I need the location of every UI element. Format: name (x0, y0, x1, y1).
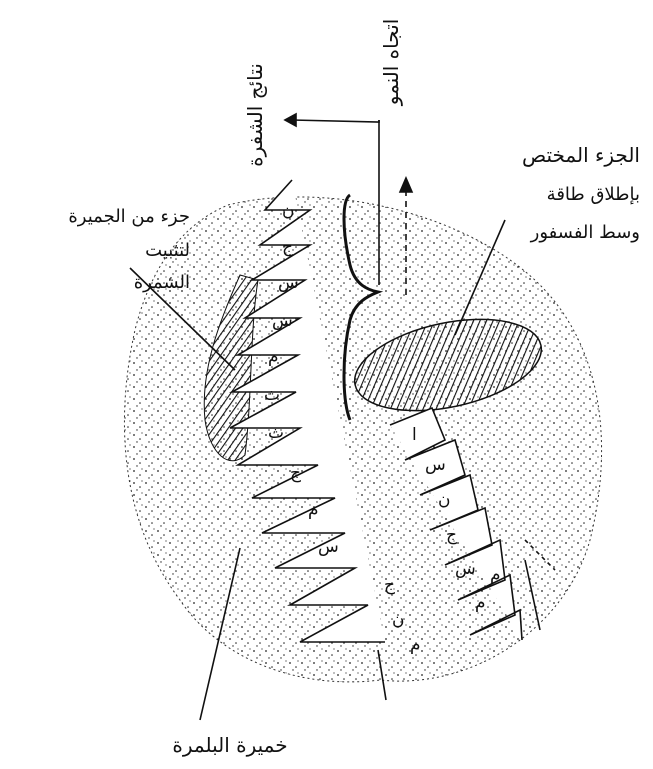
right-letter-9: م (410, 635, 421, 655)
energy-label-line3: وسط الفسفور (530, 222, 640, 243)
left-letter-7: ث (268, 423, 284, 443)
left-letter-8: ج (290, 463, 301, 483)
anchor-label-line1: جزء من الجميرة (68, 206, 190, 227)
right-letter-1: ا (412, 425, 417, 445)
energy-label-line2: بإطلاق طاقة (547, 184, 640, 205)
anchor-label-line2: لتثبيت (145, 240, 190, 261)
anchor-label: جزء من الجميرة لتثبيت الشمرة (68, 206, 190, 293)
left-letter-1: ن (282, 201, 294, 221)
right-letter-6: م (475, 593, 486, 613)
left-letter-4: س (272, 311, 293, 331)
title-growth-direction-vertical: اتجاه النمو (379, 19, 403, 107)
left-letter-10: س (318, 537, 339, 557)
left-letter-3: س (278, 273, 299, 293)
right-letter-4: ج (446, 525, 457, 545)
right-letter-7: ج (384, 575, 395, 595)
right-letter-10: م (490, 565, 501, 585)
left-letter-6: ث (264, 385, 280, 405)
polymerase-label: خميرة البلمرة (172, 733, 287, 757)
right-letter-3: ن (438, 490, 450, 510)
right-letter-2: س (425, 455, 446, 475)
anchor-label-line3: الشمرة (134, 272, 190, 293)
right-letter-5: س (455, 559, 476, 579)
left-letter-5: م (268, 347, 279, 367)
left-letter-9: م (308, 500, 319, 520)
left-letter-2: ج (282, 237, 293, 257)
title-results-vertical: نتائج الشفرة (243, 63, 267, 167)
energy-label: الجزء المختص بإطلاق طاقة وسط الفسفور (522, 143, 640, 243)
energy-label-line1: الجزء المختص (522, 143, 640, 167)
right-letter-8: ن (392, 610, 404, 630)
